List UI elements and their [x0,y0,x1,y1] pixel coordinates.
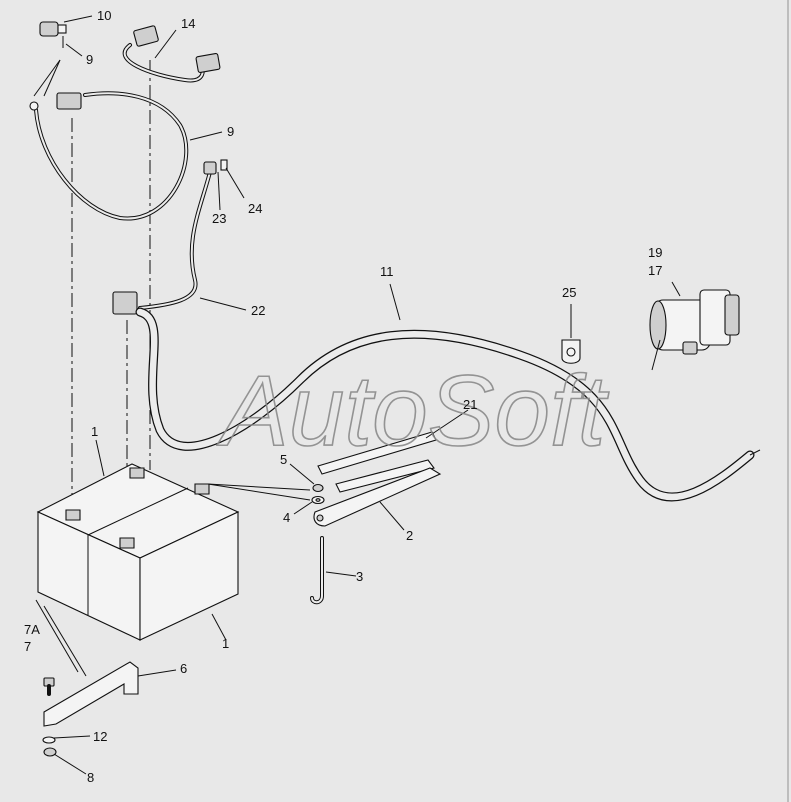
callout-19: 19 [648,245,662,260]
callout-22: 22 [251,303,265,318]
nut-8 [43,747,57,757]
switch-10 [39,21,67,48]
callout-6: 6 [180,661,187,676]
callout-23: 23 [212,211,226,226]
starter-motor-17 [649,289,740,371]
callout-12: 12 [93,729,107,744]
washer-12 [42,736,56,744]
callout-8: 8 [87,770,94,785]
callout-7a: 7A [24,622,40,637]
callout-17: 17 [648,263,662,278]
callout-24: 24 [248,201,262,216]
cable-14 [122,25,221,83]
washer-4 [311,495,325,505]
callout-1-top: 1 [91,424,98,439]
cable-9-ring-terminal [29,101,39,111]
bolt-7 [43,677,55,696]
nut-5 [312,483,324,493]
callout-labels: 10 9 14 9 23 24 22 11 19 17 25 21 1 5 4 … [24,8,662,785]
cable-11-clamp [112,291,138,315]
callout-5: 5 [280,452,287,467]
callout-25: 25 [562,285,576,300]
callout-4: 4 [283,510,290,525]
callout-10: 10 [97,8,111,23]
callout-9-cable: 9 [227,124,234,139]
leader-lines [33,59,311,677]
battery-1 [36,463,240,641]
clip-25 [561,339,581,364]
cable-9 [29,91,189,221]
j-bolt-3 [310,536,324,605]
bracket-2 [313,467,442,527]
hold-down-21 [317,431,437,493]
callout-11: 11 [380,264,394,279]
cable-11 [135,307,761,502]
cable-9-terminal [56,92,82,110]
callout-1-bottom: 1 [222,636,229,651]
callout-21: 21 [463,397,477,412]
plate-6 [43,661,139,727]
alignment-lines [71,60,151,530]
watermark-text: AutoSoft [217,355,610,467]
callout-7: 7 [24,639,31,654]
callout-leaders [53,15,681,775]
callout-3: 3 [356,569,363,584]
wire-22 [112,159,228,315]
callout-2: 2 [406,528,413,543]
callout-14: 14 [181,16,195,31]
callout-9-top: 9 [86,52,93,67]
